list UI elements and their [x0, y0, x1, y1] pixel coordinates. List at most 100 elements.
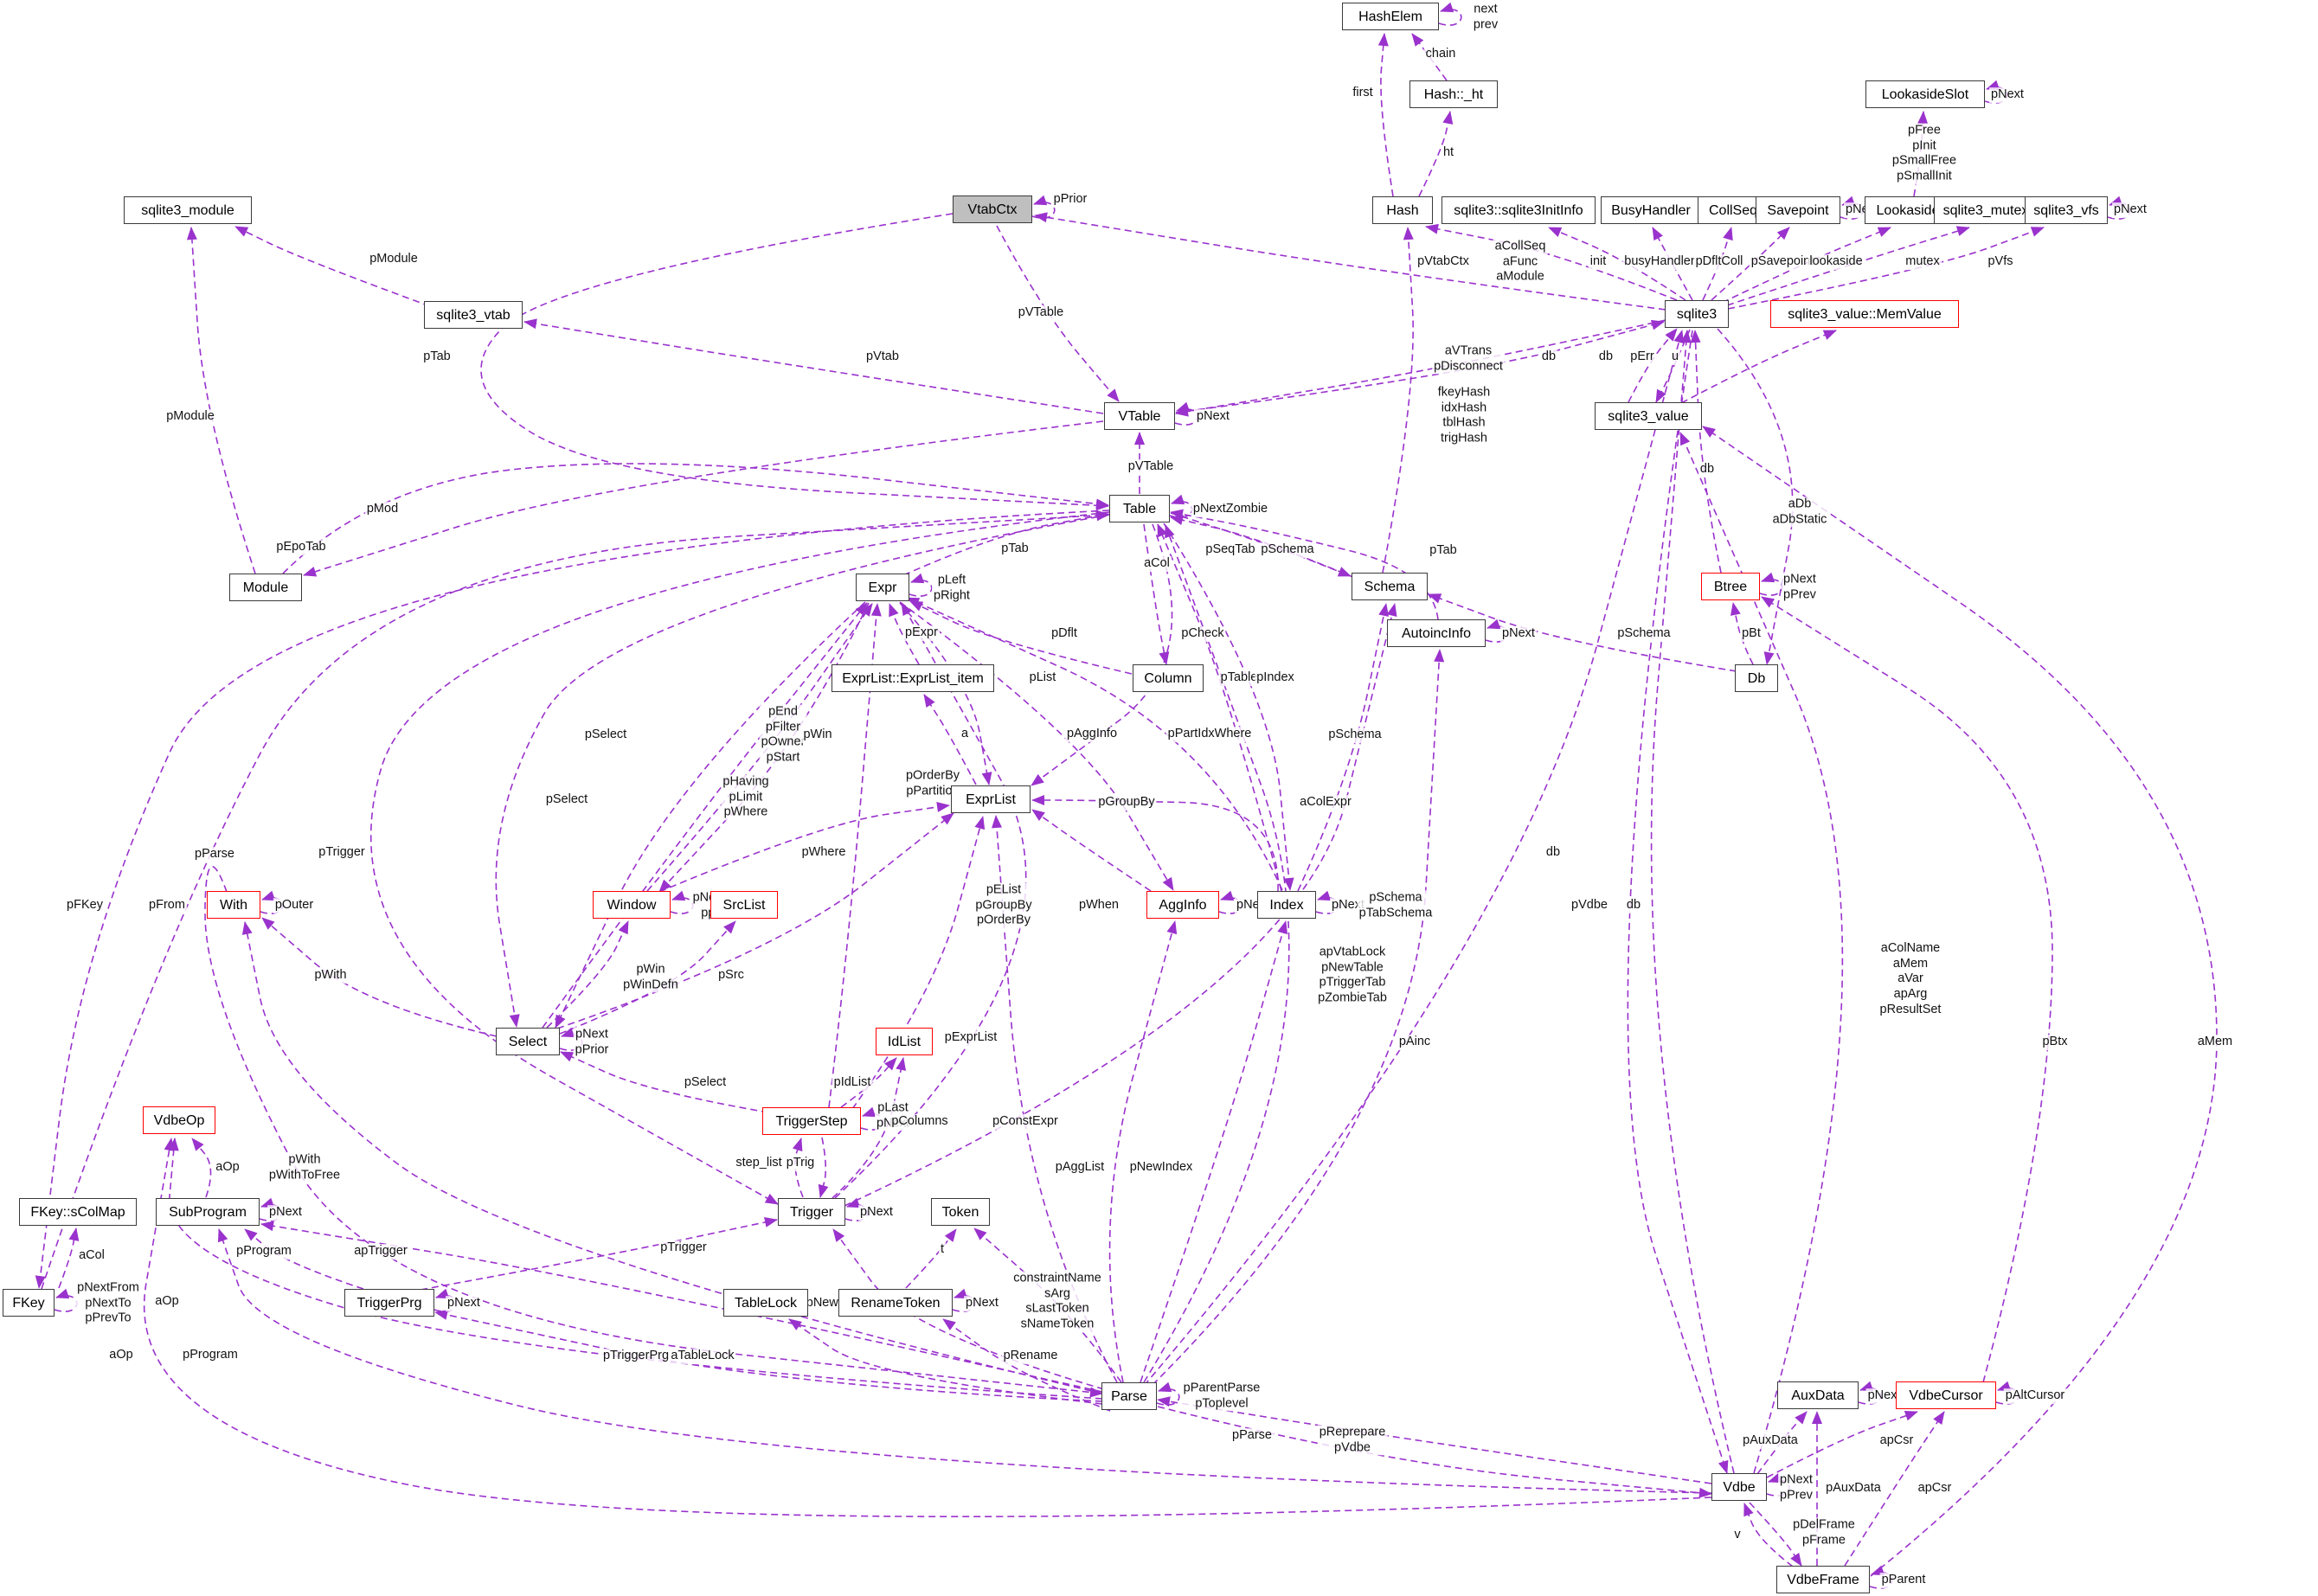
edge-label: pDfltColl	[1693, 254, 1745, 270]
edge-label: u	[1669, 349, 1681, 365]
edge-aMem	[1702, 426, 2218, 1577]
edge-pDelFrame pFrame	[1749, 1502, 1802, 1567]
node-AuxData[interactable]: AuxData	[1777, 1381, 1859, 1409]
node-Hash_ht[interactable]: Hash::_ht	[1409, 80, 1498, 108]
node-IdList[interactable]: IdList	[876, 1028, 933, 1055]
edge-label: pSrc	[716, 968, 746, 984]
node-ExprListItem[interactable]: ExprList::ExprList_item	[832, 664, 994, 692]
edge-pVtabCtx	[1034, 212, 1666, 311]
edge-pFKey	[35, 510, 1110, 1289]
edge-db	[1650, 330, 1735, 1474]
node-sqlite3_vtab[interactable]: sqlite3_vtab	[424, 301, 523, 329]
self-edge-Parse	[1156, 1381, 1180, 1406]
node-TriggerStep[interactable]: TriggerStep	[762, 1107, 861, 1135]
node-sqlite3_vfs[interactable]: sqlite3_vfs	[2025, 196, 2108, 224]
node-Index[interactable]: Index	[1257, 891, 1316, 919]
edge-pTab	[480, 213, 1109, 511]
node-Table[interactable]: Table	[1109, 495, 1170, 522]
node-Trigger[interactable]: Trigger	[778, 1198, 845, 1226]
node-AutoincInfo[interactable]: AutoincInfo	[1387, 619, 1486, 647]
edge-label: pTrigger	[317, 845, 367, 861]
node-TableLock[interactable]: TableLock	[723, 1289, 808, 1317]
node-Parse[interactable]: Parse	[1101, 1382, 1157, 1410]
edge-label: aMem	[2195, 1035, 2235, 1050]
node-sqlite3[interactable]: sqlite3	[1665, 300, 1729, 328]
edge-pDflt	[909, 600, 1133, 675]
edge-first	[1377, 33, 1394, 197]
edge-label: db	[1539, 349, 1558, 365]
edge-label: pModule	[368, 252, 420, 267]
edge-label: pWhere	[799, 845, 848, 861]
edge-pMod	[303, 420, 1104, 577]
node-Schema[interactable]: Schema	[1352, 573, 1428, 600]
node-Expr[interactable]: Expr	[856, 574, 909, 601]
edge-label: apCsr	[1916, 1481, 1954, 1497]
edge-label: pSavepoint	[1749, 254, 1816, 270]
node-Token[interactable]: Token	[931, 1198, 990, 1226]
node-SrcList[interactable]: SrcList	[710, 891, 778, 919]
node-VdbeOp[interactable]: VdbeOp	[143, 1106, 215, 1134]
node-sqlite3_mutex[interactable]: sqlite3_mutex	[1934, 196, 2038, 224]
node-RenameToken[interactable]: RenameToken	[838, 1289, 953, 1317]
edge-label: pOrderBy pPartition	[903, 768, 962, 799]
edge-aDb aDbStatic	[1717, 328, 1794, 665]
edge-label: mutex	[1904, 254, 1942, 270]
edge-pAuxData	[1756, 1411, 1808, 1475]
node-Savepoint[interactable]: Savepoint	[1756, 196, 1840, 224]
edge-label: pReprepare pVdbe	[1317, 1425, 1388, 1456]
node-Select[interactable]: Select	[496, 1028, 560, 1055]
node-AggInfo[interactable]: AggInfo	[1146, 891, 1219, 919]
edge-label: pErr	[1628, 349, 1656, 365]
edge-label: pHaving pLimit pWhere	[721, 774, 771, 821]
node-Vdbe[interactable]: Vdbe	[1711, 1473, 1767, 1501]
edge-label: constraintName sArg sLastToken sNameToke…	[1011, 1271, 1103, 1333]
node-sColMap[interactable]: FKey::sColMap	[19, 1198, 137, 1226]
edge-pTable	[1157, 523, 1282, 892]
edge-lookaside	[1721, 227, 1891, 304]
edge-pHaving pLimit pWhere	[542, 602, 868, 1029]
edge-label: pExprList	[942, 1030, 999, 1046]
edge-label: pColumns	[889, 1114, 950, 1130]
node-VtabCtx[interactable]: VtabCtx	[953, 195, 1032, 223]
node-FKey[interactable]: FKey	[3, 1289, 55, 1317]
node-SubProgram[interactable]: SubProgram	[156, 1198, 260, 1226]
node-Column[interactable]: Column	[1133, 664, 1204, 692]
edge-label: v	[1732, 1528, 1743, 1543]
node-Hash[interactable]: Hash	[1372, 196, 1433, 224]
node-VdbeCursor[interactable]: VdbeCursor	[1896, 1381, 1996, 1409]
edge-pNewIndex	[1140, 920, 1287, 1383]
node-With[interactable]: With	[207, 891, 260, 919]
node-LookasideSlot[interactable]: LookasideSlot	[1865, 80, 1985, 108]
edge-db	[1628, 328, 1678, 403]
self-edge-Window	[670, 890, 694, 914]
edge-pReprepare pVdbe	[1157, 1406, 1712, 1498]
edge-pAggList	[1108, 920, 1178, 1383]
node-VdbeFrame[interactable]: VdbeFrame	[1776, 1566, 1870, 1593]
edge-aCol	[58, 1227, 80, 1289]
node-InitInfo[interactable]: sqlite3::sqlite3InitInfo	[1442, 196, 1596, 224]
node-MemValue[interactable]: sqlite3_value::MemValue	[1770, 300, 1959, 328]
node-Module[interactable]: Module	[229, 574, 302, 601]
edge-pSrc	[559, 920, 736, 1035]
edge-label: pSeqTab	[1204, 542, 1257, 558]
node-sqlite3_value[interactable]: sqlite3_value	[1595, 402, 1702, 430]
node-Window[interactable]: Window	[593, 891, 671, 919]
edge-label: apCsr	[1878, 1433, 1916, 1449]
edge-label: pFrom	[147, 898, 187, 913]
node-ExprList[interactable]: ExprList	[951, 785, 1031, 813]
node-BusyHandler[interactable]: BusyHandler	[1601, 196, 1701, 224]
edge-pSelect	[560, 1051, 769, 1113]
node-sqlite3_module[interactable]: sqlite3_module	[124, 196, 252, 224]
node-VTable[interactable]: VTable	[1104, 402, 1175, 430]
edge-label: pDelFrame pFrame	[1791, 1517, 1857, 1548]
edge-pEpoTab	[282, 463, 1109, 574]
edge-label: aOp	[107, 1348, 135, 1363]
edge-label: pTab	[421, 349, 453, 365]
edge-label: apTrigger	[352, 1244, 409, 1259]
node-Btree[interactable]: Btree	[1701, 573, 1760, 600]
edge-label: pAuxData	[1741, 1433, 1800, 1449]
node-HashElem[interactable]: HashElem	[1342, 3, 1439, 30]
edge-label: pNext	[2112, 202, 2148, 218]
node-TriggerPrg[interactable]: TriggerPrg	[344, 1289, 434, 1317]
node-Db[interactable]: Db	[1735, 664, 1778, 692]
